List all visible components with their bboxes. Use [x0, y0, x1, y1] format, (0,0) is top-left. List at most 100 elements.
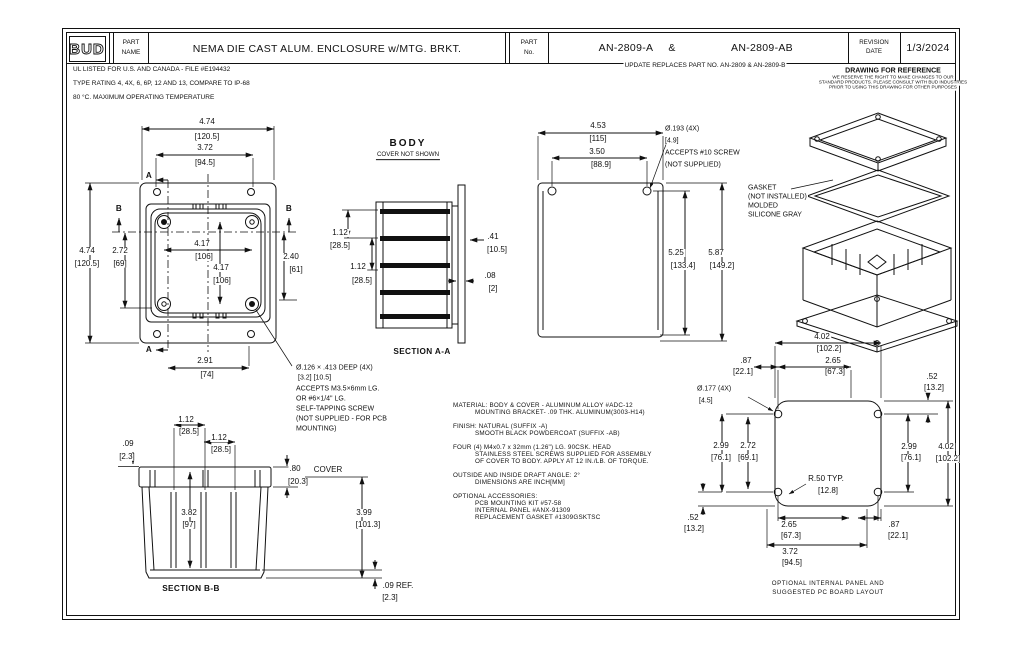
section-arrow-b-left: B	[114, 203, 124, 214]
panel-dim-bottom-87-mm: [22.1]	[886, 531, 910, 540]
panel-dim-top-402-mm: [102.2]	[815, 344, 843, 353]
panel-view	[698, 340, 953, 548]
panel-dim-radius-2: [12.8]	[816, 486, 840, 495]
part-name-label-1: PART	[121, 38, 141, 47]
panel-dim-bottom-265-mm: [67.3]	[779, 531, 803, 540]
panel-hole-callout-2: [4.5]	[698, 397, 714, 405]
bb-dim-depth-in: 3.82	[180, 508, 198, 517]
bb-dim-ref-mm: [2.3]	[381, 593, 399, 602]
note-internal-panel: INTERNAL PANEL #ANX-91309	[475, 507, 571, 514]
front-dim-272-mm: [69]	[112, 259, 128, 268]
screw-hole-callout-3: ACCEPTS #10 SCREW	[664, 149, 741, 157]
bb-dim-height-mm: [101.3]	[354, 520, 382, 529]
side-dim-width-mm: [115]	[588, 134, 608, 143]
panel-dim-right-52-mm: [13.2]	[922, 383, 946, 392]
note-powdercoat: SMOOTH BLACK POWDERCOAT (SUFFIX -AB)	[475, 430, 620, 437]
front-dim-boss-v-in: 4.17	[212, 263, 230, 272]
side-dim-height1-mm: [133.4]	[669, 261, 697, 270]
front-dim-height-mm: [120.5]	[73, 259, 101, 268]
front-dim-bottom-span-in: 2.91	[196, 356, 214, 365]
panel-dim-right-402-mm: [102.2]	[934, 454, 962, 463]
panel-dim-bottom-372-in: 3.72	[781, 547, 799, 556]
section-bb-view	[118, 422, 382, 589]
panel-hole-callout-1: Ø.177 (4X)	[696, 385, 733, 393]
bb-cover-label: COVER	[312, 465, 344, 474]
note-bracket: MOUNTING BRACKET- .09 THK. ALUMINUM(3003…	[475, 409, 645, 416]
panel-dim-right-299-in: 2.99	[900, 442, 918, 451]
panel-dim-top-265-in: 2.65	[824, 356, 842, 365]
ul-note: UL LISTED FOR U.S. AND CANADA - FILE #E1…	[72, 65, 232, 74]
front-dim-bottom-span-mm: [74]	[199, 370, 215, 379]
note-accessories: OPTIONAL ACCESSORIES:	[453, 493, 538, 500]
screw-hole-callout-2: [4.9]	[664, 137, 680, 145]
gasket-callout-2: (NOT INSTALLED)	[747, 193, 808, 201]
front-dim-272-in: 2.72	[111, 246, 129, 255]
pcb-boss-callout-6: (NOT SUPPLIED - FOR PCB	[295, 415, 388, 423]
panel-dim-bottom-87-in: .87	[887, 520, 901, 529]
aa-dim-rib1-mm: [28.5]	[328, 241, 352, 250]
rating-note: TYPE RATING 4, 4X, 6, 6P, 12 AND 13, COM…	[72, 79, 251, 88]
note-material: MATERIAL: BODY & COVER - ALUMINUM ALLOY …	[453, 402, 633, 409]
note-units: DIMENSIONS ARE INCH[MM]	[475, 479, 565, 486]
panel-dim-bottom-265-in: 2.65	[780, 520, 798, 529]
update-note: UPDATE REPLACES PART NO. AN-2809 & AN-28…	[623, 61, 787, 70]
front-dim-240-in: 2.40	[282, 252, 300, 261]
note-gasket: REPLACEMENT GASKET #1309GSKTSC	[475, 514, 601, 521]
front-dim-boss-h-in: 4.17	[193, 239, 211, 248]
section-aa-view	[342, 184, 484, 344]
gasket-callout-3: MOLDED	[747, 202, 779, 210]
aa-dim-flange-mm: [10.5]	[485, 245, 509, 254]
note-draft-angle: OUTSIDE AND INSIDE DRAFT ANGLE: 2°	[453, 472, 581, 479]
gasket-callout-4: SILICONE GRAY	[747, 211, 803, 219]
revision-label-2: DATE	[864, 47, 884, 56]
panel-dim-bottom-372-mm: [94.5]	[780, 558, 804, 567]
bb-dim-ref-in: .09 REF.	[381, 581, 415, 590]
aa-dim-flange-in: .41	[486, 232, 500, 241]
front-dim-hole-span-in: 3.72	[196, 143, 214, 152]
side-view	[537, 130, 727, 342]
side-dim-width-in: 4.53	[589, 121, 607, 130]
material-notes: MATERIAL: BODY & COVER - ALUMINUM ALLOY …	[453, 402, 652, 521]
reference-line-2: STANDARD PRODUCTS. PLEASE CONSULT WITH B…	[817, 79, 969, 86]
panel-caption-1: OPTIONAL INTERNAL PANEL AND	[770, 579, 886, 588]
front-dim-boss-v-mm: [106]	[212, 276, 232, 285]
note-screws-1: FOUR (4) M4x0.7 x 32mm (1.26") LG. 90CSK…	[453, 444, 612, 451]
bb-dim-depth-mm: [97]	[181, 520, 197, 529]
panel-dim-right-299-mm: [76.1]	[899, 453, 923, 462]
pcb-boss-callout-2: [3.2] [10.5]	[297, 374, 333, 382]
aa-dim-rib2-in: 1.12	[349, 262, 367, 271]
pcb-boss-callout-1: Ø.126 × .413 DEEP (4X)	[295, 364, 374, 372]
aa-dim-rib1-in: 1.12	[331, 228, 349, 237]
aa-dim-thk-in: .08	[483, 271, 497, 280]
bb-dim-rib1-mm: [28.5]	[177, 427, 201, 436]
bb-dim-cover-in: .80	[288, 464, 302, 473]
panel-dim-top-87-in: .87	[739, 356, 753, 365]
front-dim-top-width-in: 4.74	[198, 117, 216, 126]
panel-dim-radius-1: R.50 TYP.	[807, 474, 845, 483]
screw-hole-callout-4: (NOT SUPPLIED)	[664, 161, 722, 169]
side-dim-hole-span-in: 3.50	[588, 147, 606, 156]
pcb-boss-callout-5: SELF-TAPPING SCREW	[295, 405, 376, 413]
aa-dim-thk-mm: [2]	[487, 284, 499, 293]
front-dim-top-width-mm: [120.5]	[193, 132, 221, 141]
section-bb-label: SECTION B-B	[161, 583, 221, 594]
reference-line-3: PRIOR TO USING THIS DRAWING FOR OTHER PU…	[828, 84, 958, 91]
bud-logo: BUD	[69, 41, 105, 58]
pcb-boss-callout-4: OR #6×1/4" LG.	[295, 395, 347, 403]
panel-dim-bottom-52-mm: [13.2]	[682, 524, 706, 533]
bb-dim-cover-mm: [20.3]	[286, 477, 310, 486]
side-dim-height2-mm: [149.2]	[708, 261, 736, 270]
part-number-ab: AN-2809-AB	[730, 41, 794, 54]
iso-view	[790, 112, 959, 353]
body-view-title: BODY	[388, 138, 428, 149]
panel-dim-left-299-in: 2.99	[712, 441, 730, 450]
side-dim-height1-in: 5.25	[667, 248, 685, 257]
side-dim-height2-in: 5.87	[707, 248, 725, 257]
part-number-a: AN-2809-A	[597, 41, 655, 54]
panel-dim-bottom-52-in: .52	[686, 513, 700, 522]
side-dim-hole-span-mm: [88.9]	[589, 160, 613, 169]
revision-label-1: REVISION	[858, 38, 890, 47]
section-arrow-a-top: A	[144, 170, 154, 181]
